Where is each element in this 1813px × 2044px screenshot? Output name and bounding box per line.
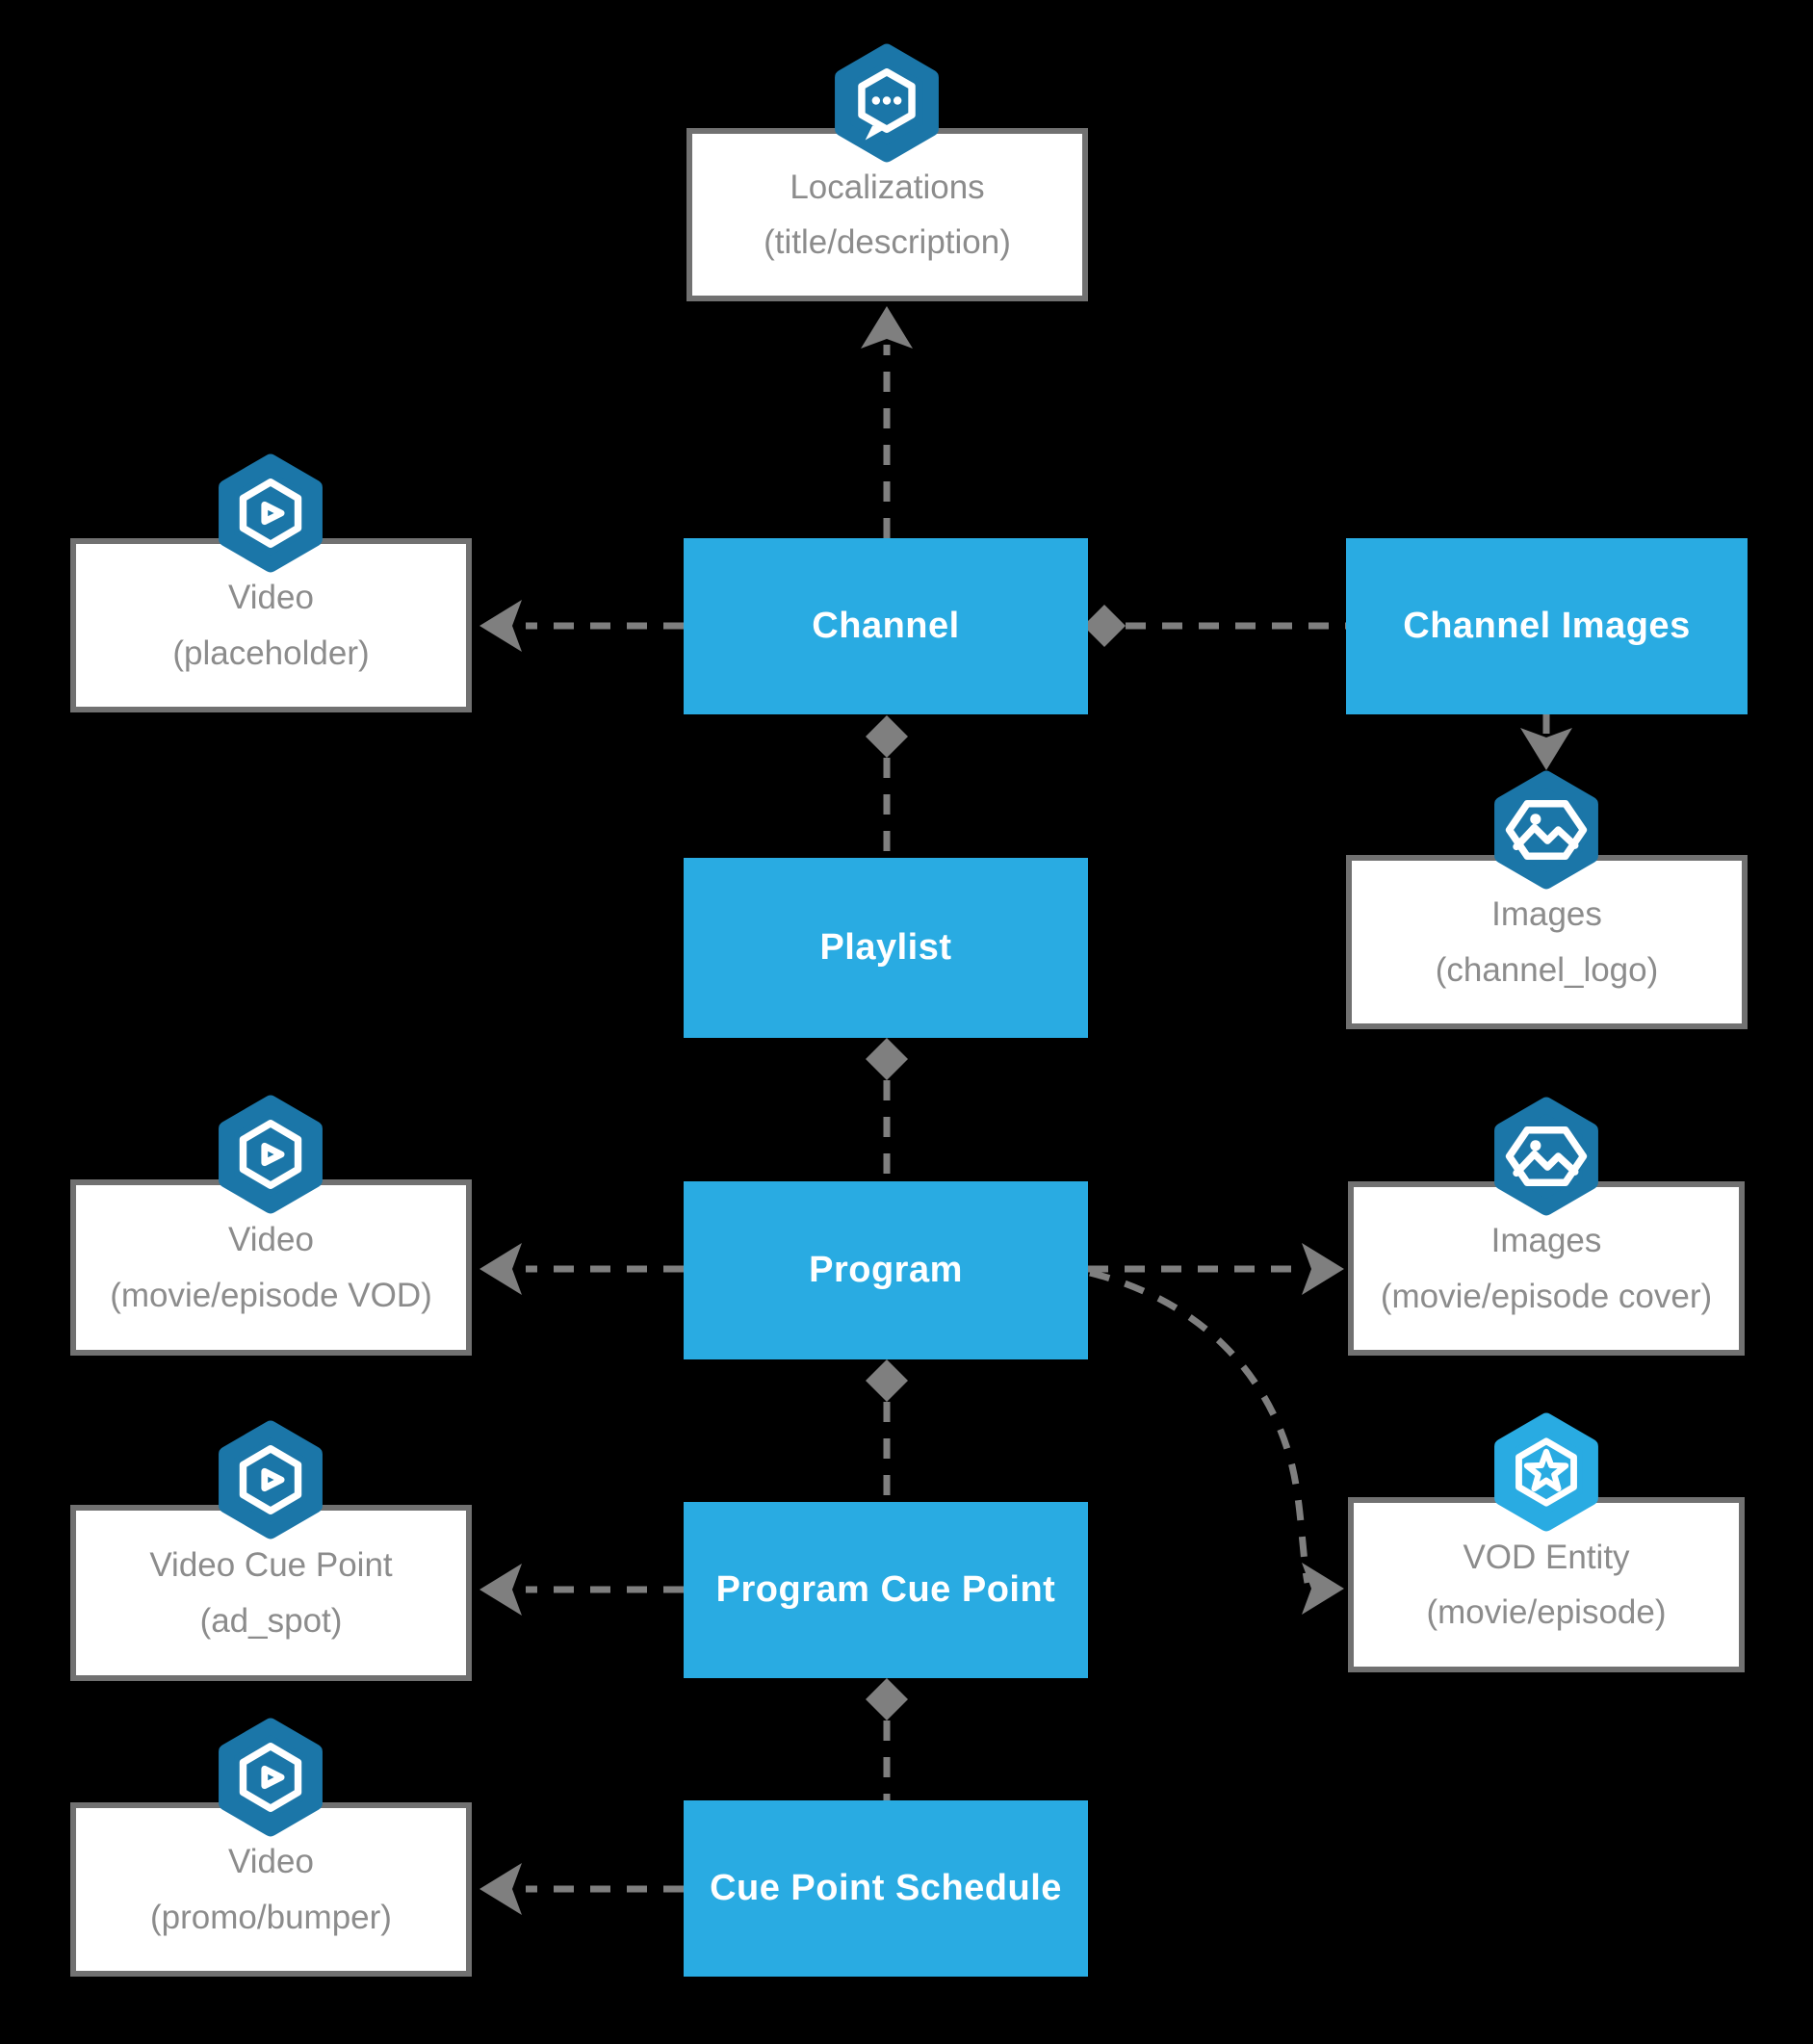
node-sublabel: (channel_logo) [1435, 950, 1659, 989]
node-video-placeholder: Video (placeholder) [70, 538, 472, 712]
arrow-left-video-placeholder [479, 600, 522, 652]
arrow-down-images-logo [1520, 728, 1572, 770]
node-label: Video Cue Point [149, 1546, 393, 1585]
node-sublabel: (movie/episode) [1426, 1593, 1667, 1631]
diamond-markers [866, 605, 1126, 1721]
node-label: Localizations [790, 168, 985, 206]
diamond-program-bottom [866, 1359, 908, 1402]
node-vod-entity: VOD Entity (movie/episode) [1348, 1497, 1745, 1672]
arrowheads [479, 306, 1572, 1915]
images-icon [1502, 1105, 1591, 1208]
edge-program-to-vod-entity [1089, 1269, 1311, 1584]
node-label: Video [228, 1843, 314, 1881]
node-label: Cue Point Schedule [710, 1868, 1062, 1908]
node-cue-point-schedule: Cue Point Schedule [684, 1800, 1088, 1977]
diamond-channel-right [1083, 605, 1126, 647]
node-channel: Channel [684, 538, 1088, 714]
video-play-icon [226, 1726, 315, 1829]
star-icon [1502, 1421, 1591, 1524]
node-label: Playlist [819, 927, 952, 968]
diamond-channel-bottom [866, 715, 908, 758]
node-label: Images [1491, 895, 1602, 934]
arrow-left-video-vod [479, 1243, 522, 1295]
arrow-up-localizations [861, 306, 913, 349]
node-channel-images: Channel Images [1346, 538, 1748, 714]
node-sublabel: (promo/bumper) [150, 1898, 392, 1936]
node-program-cue-point: Program Cue Point [684, 1502, 1088, 1678]
node-label: Images [1490, 1222, 1602, 1260]
video-play-icon [226, 1103, 315, 1206]
arrow-right-vod-entity [1302, 1563, 1344, 1615]
node-sublabel: (ad_spot) [199, 1601, 343, 1640]
node-label: Video [228, 579, 314, 617]
node-sublabel: (movie/episode VOD) [110, 1276, 432, 1314]
node-sublabel: (title/description) [764, 223, 1011, 261]
node-label: VOD Entity [1463, 1538, 1630, 1576]
node-localizations: Localizations (title/description) [686, 128, 1088, 301]
node-label: Program Cue Point [715, 1569, 1056, 1610]
diamond-playlist-bottom [866, 1038, 908, 1080]
chat-icon [842, 52, 931, 155]
node-label: Program [809, 1250, 963, 1290]
node-playlist: Playlist [684, 858, 1088, 1038]
diamond-program-cue-point-bottom [866, 1678, 908, 1721]
node-label: Channel [812, 606, 960, 646]
node-label: Video [228, 1221, 314, 1259]
node-sublabel: (movie/episode cover) [1380, 1277, 1713, 1315]
arrow-right-images-cover [1302, 1243, 1344, 1295]
node-label: Channel Images [1403, 606, 1691, 646]
images-icon [1502, 779, 1591, 882]
video-play-icon [226, 1429, 315, 1532]
node-program: Program [684, 1181, 1088, 1359]
arrow-left-video-promo [479, 1863, 522, 1915]
video-play-icon [226, 462, 315, 565]
arrow-left-video-cue-point [479, 1564, 522, 1616]
node-sublabel: (placeholder) [172, 634, 370, 672]
